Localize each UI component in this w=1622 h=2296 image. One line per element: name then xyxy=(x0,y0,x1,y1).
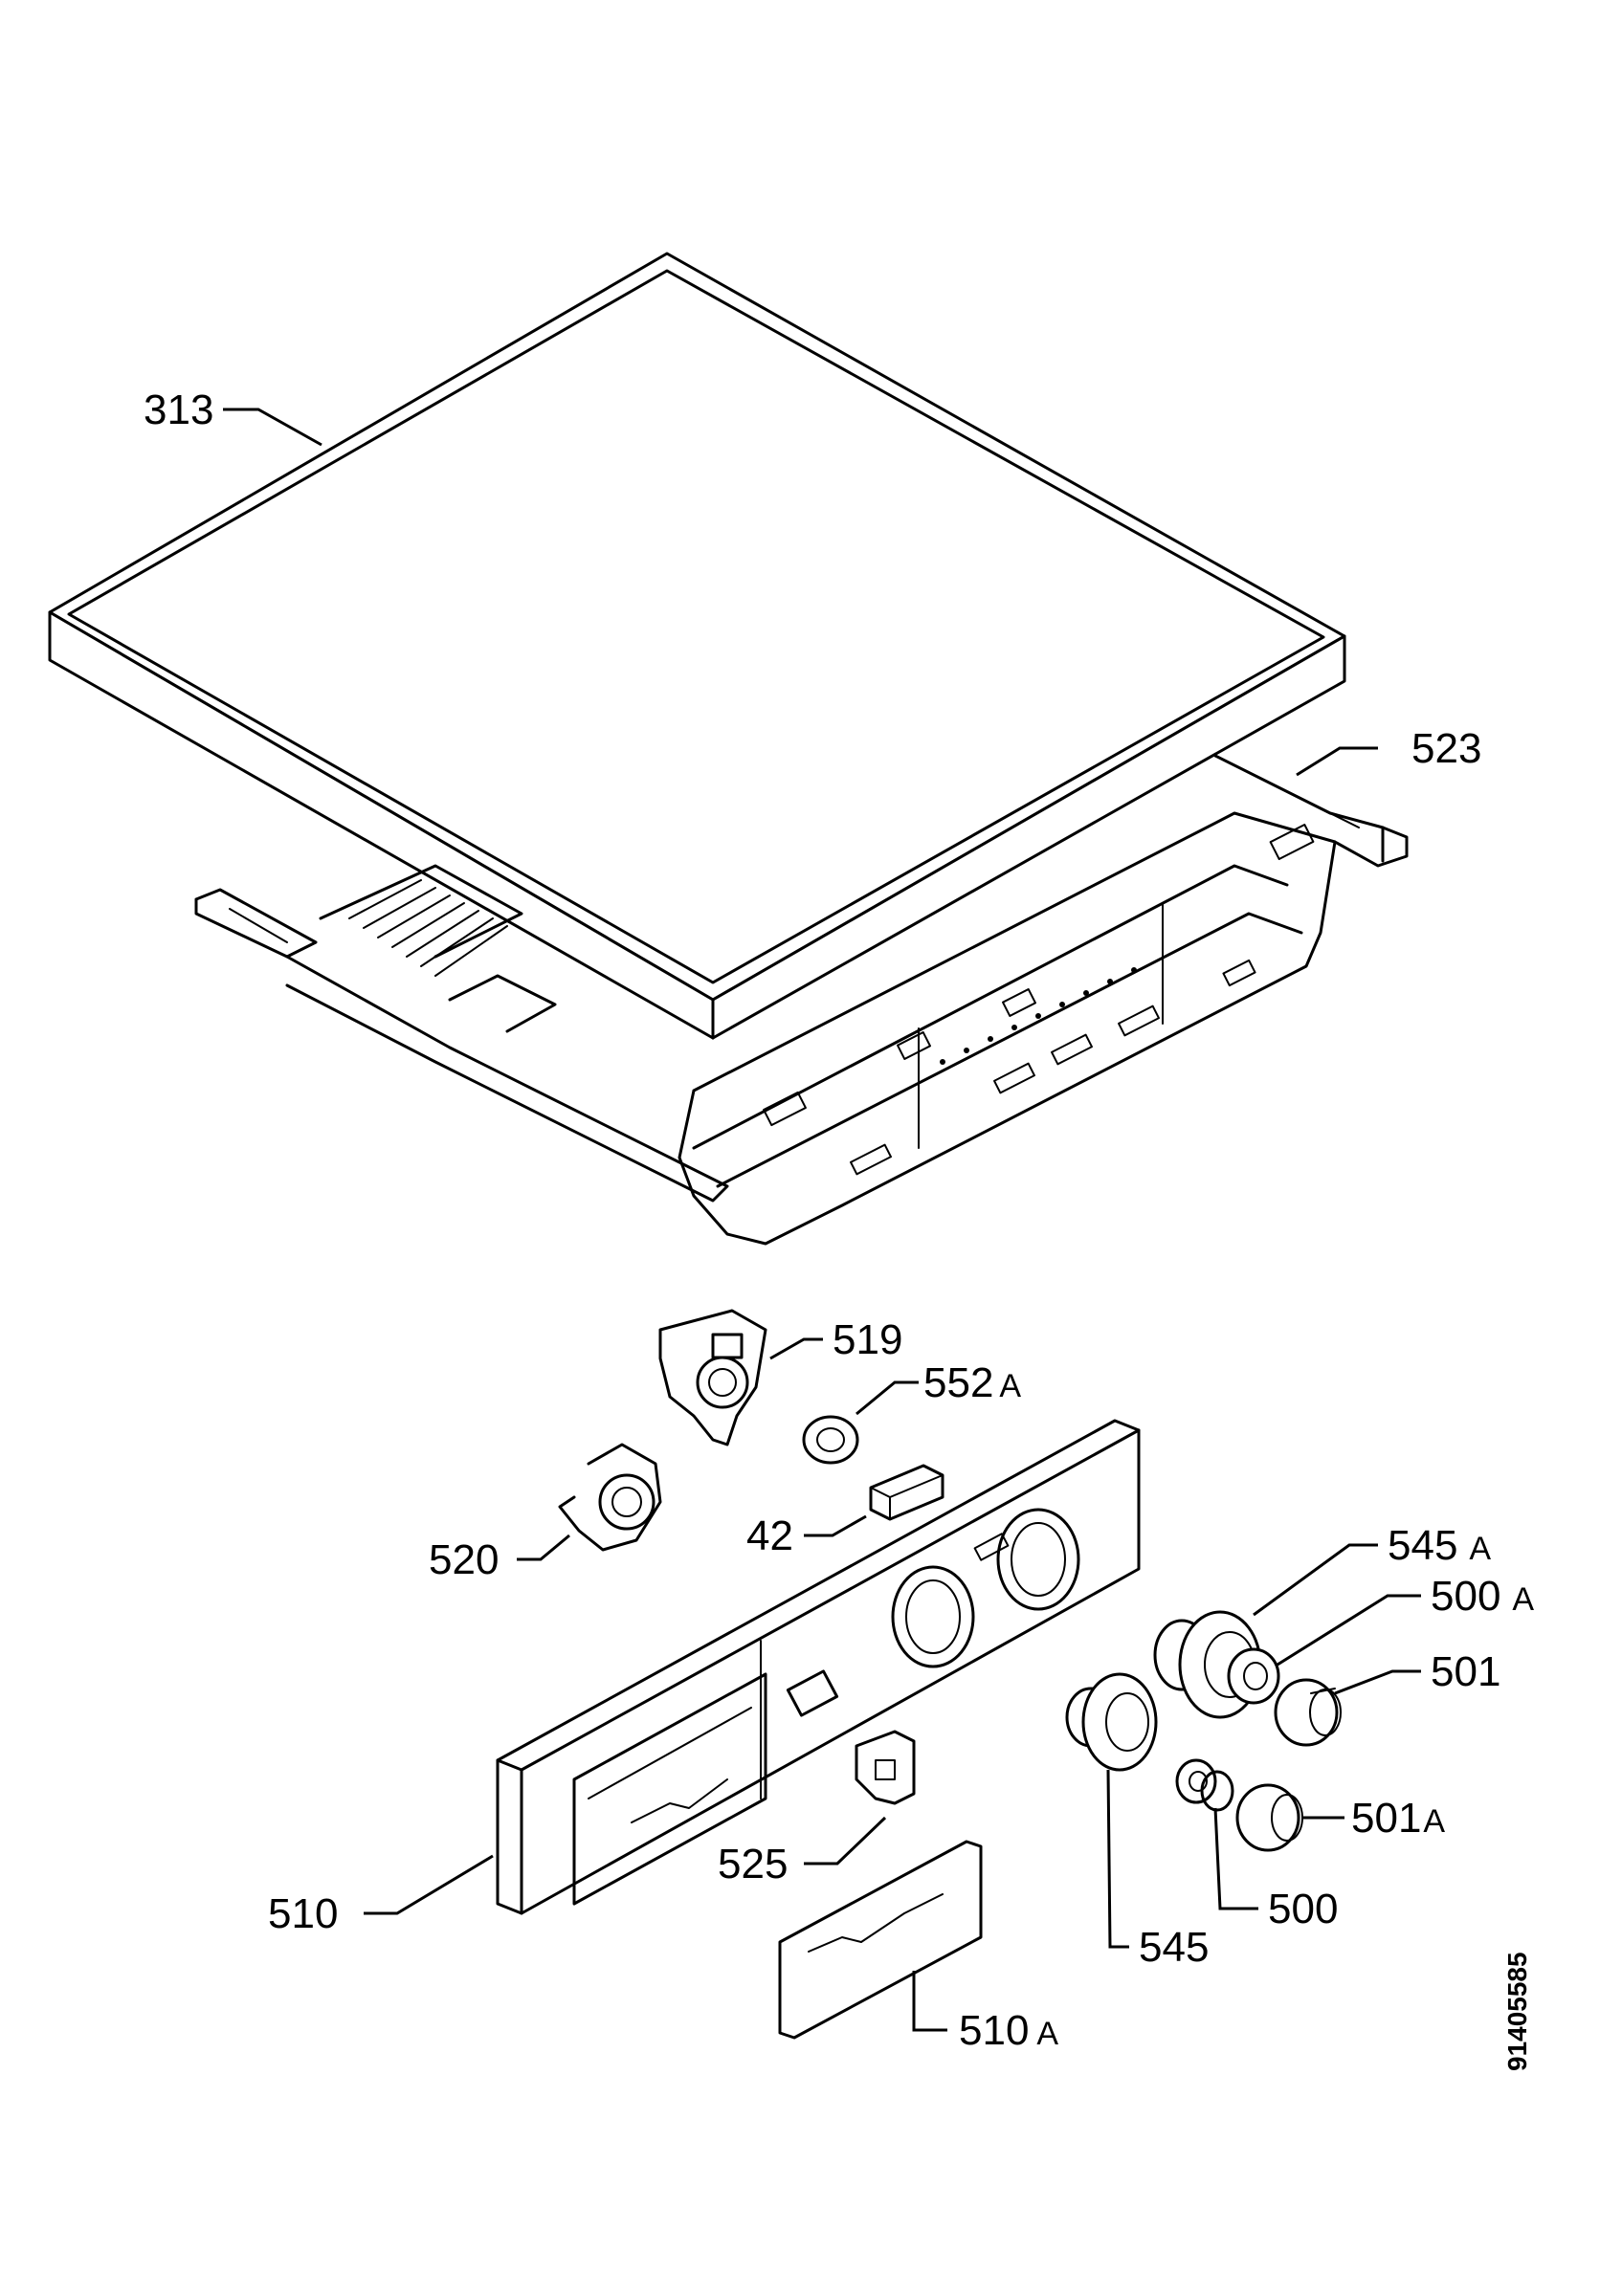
label-545: 545 xyxy=(1139,1924,1209,1971)
label-520: 520 xyxy=(429,1536,499,1583)
part-42-switch xyxy=(869,1464,944,1521)
label-501a: 501A xyxy=(1351,1795,1445,1842)
part-500a-adapter xyxy=(1227,1647,1280,1705)
label-313: 313 xyxy=(144,386,213,433)
label-501: 501 xyxy=(1431,1648,1500,1695)
part-510-fascia xyxy=(496,1419,1141,1915)
part-523-control-frame xyxy=(194,754,1409,1246)
part-525-switch xyxy=(855,1730,916,1805)
label-523: 523 xyxy=(1411,725,1481,772)
frame-hole-row xyxy=(940,967,1137,1065)
part-313-worktop xyxy=(48,252,1346,1040)
part-520-bracket xyxy=(558,1443,662,1552)
leader-lines xyxy=(223,408,1421,2032)
label-42: 42 xyxy=(746,1512,793,1559)
label-519: 519 xyxy=(833,1316,902,1363)
part-501-knob xyxy=(1274,1678,1342,1747)
label-510: 510 xyxy=(268,1890,338,1937)
part-510a-drawer-front xyxy=(778,1840,983,2040)
drawing-number: 91405585 xyxy=(1502,1952,1532,2071)
part-501a-knob xyxy=(1235,1783,1303,1852)
part-519-bracket xyxy=(658,1309,767,1446)
part-545-bezel xyxy=(1065,1672,1158,1772)
part-500-adapter xyxy=(1175,1758,1234,1812)
label-500: 500 xyxy=(1268,1886,1338,1932)
part-552a-ring xyxy=(802,1415,859,1465)
label-525: 525 xyxy=(718,1841,788,1888)
